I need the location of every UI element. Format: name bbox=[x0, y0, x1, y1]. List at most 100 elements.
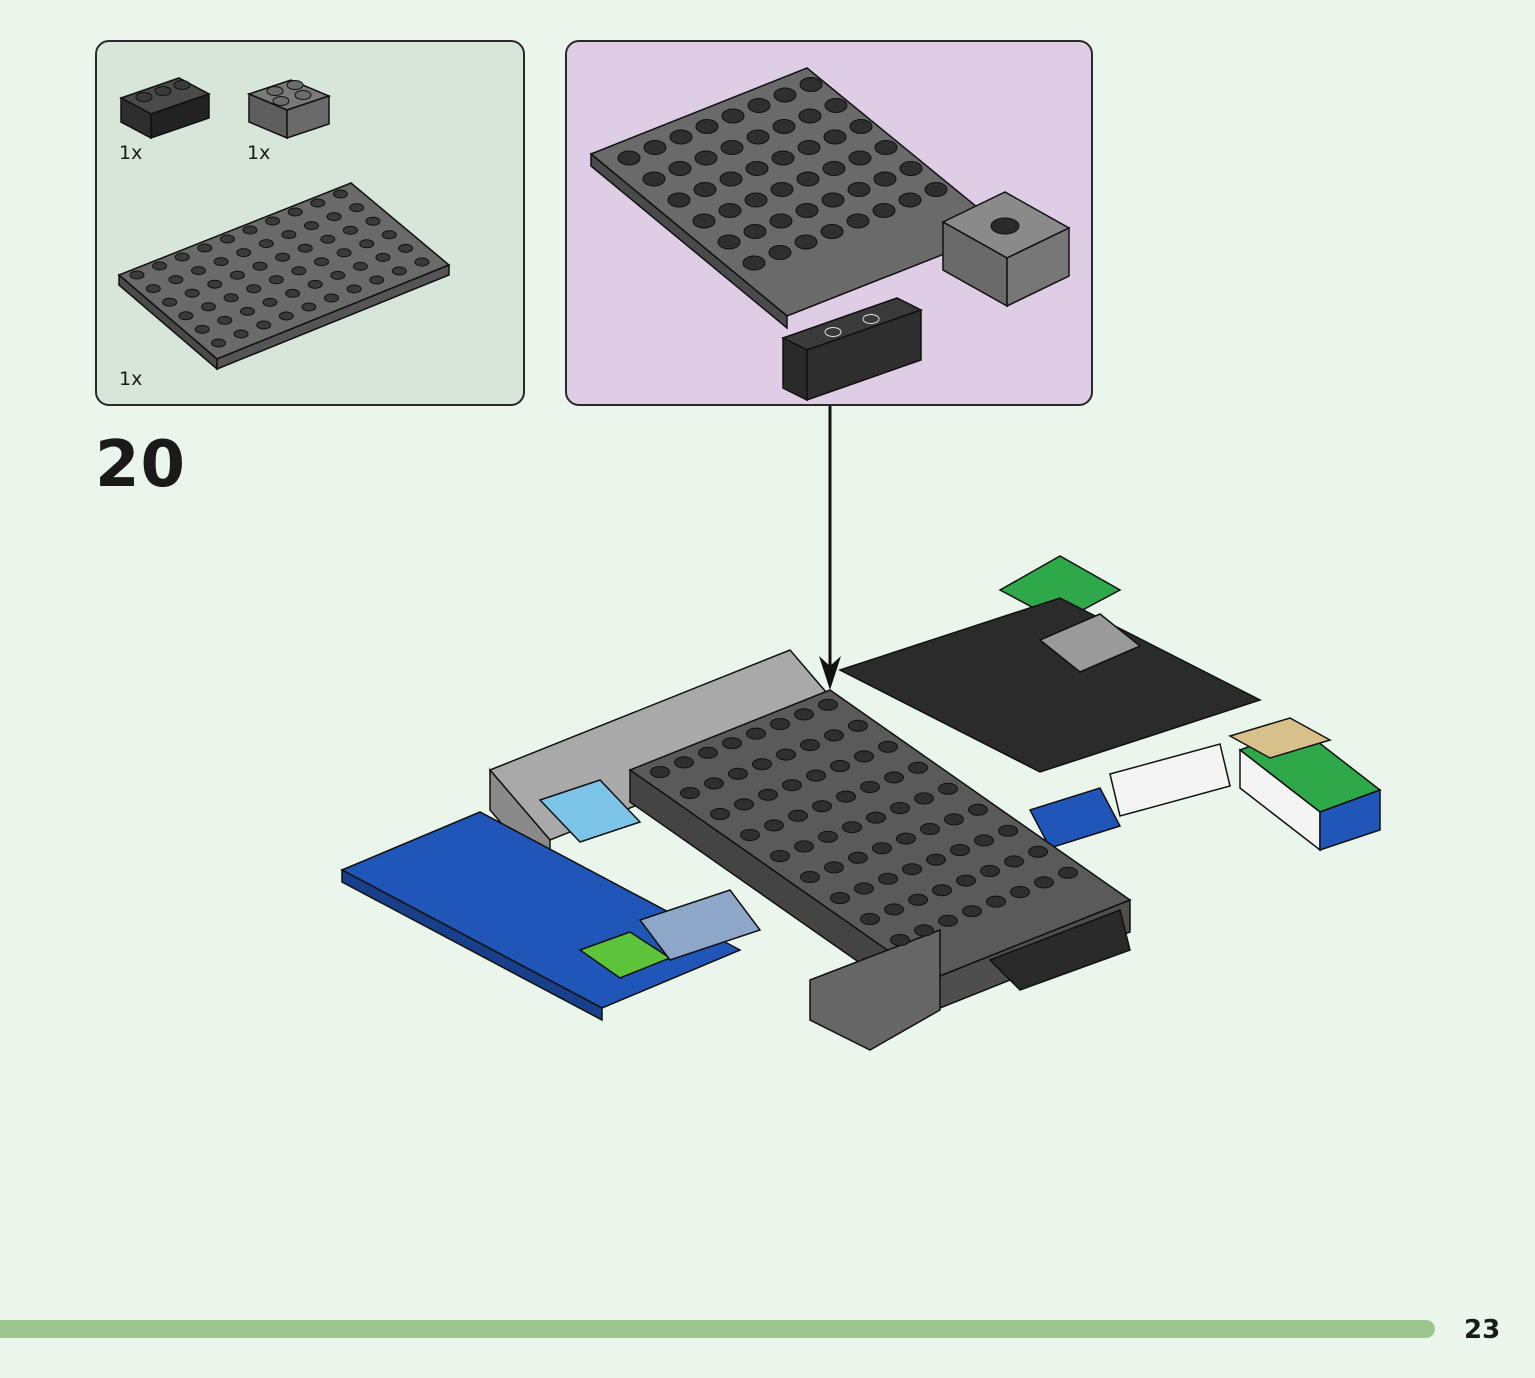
stud-icon bbox=[908, 761, 928, 774]
stud-icon bbox=[669, 129, 693, 145]
stud-icon bbox=[794, 840, 814, 853]
stud-icon bbox=[1010, 886, 1030, 898]
stud-icon bbox=[794, 234, 818, 250]
stud-icon bbox=[285, 288, 301, 298]
stud-icon bbox=[890, 934, 910, 946]
stud-icon bbox=[860, 913, 880, 925]
stud-icon bbox=[824, 729, 844, 742]
progress-bar bbox=[0, 1320, 1435, 1338]
stud-icon bbox=[223, 293, 239, 303]
stud-icon bbox=[914, 924, 934, 937]
stud-icon bbox=[830, 892, 850, 904]
stud-icon bbox=[878, 872, 898, 885]
stud-icon bbox=[956, 874, 976, 887]
stud-icon bbox=[668, 161, 692, 176]
stud-icon bbox=[722, 737, 742, 750]
stud-icon bbox=[268, 275, 284, 285]
stud-icon bbox=[822, 161, 846, 176]
stud-icon bbox=[391, 266, 407, 276]
stud-icon bbox=[233, 329, 249, 339]
stud-icon bbox=[1028, 845, 1048, 858]
stud-icon bbox=[848, 150, 872, 166]
stud-icon bbox=[742, 255, 766, 271]
stud-icon bbox=[229, 270, 245, 280]
stud-icon bbox=[236, 248, 252, 258]
stud-icon bbox=[908, 893, 928, 906]
stud-icon bbox=[823, 129, 847, 145]
part-quantity: 1x bbox=[119, 142, 143, 164]
stud-icon bbox=[874, 140, 898, 155]
stud-icon bbox=[717, 234, 741, 250]
placement-arrow-icon bbox=[819, 406, 841, 690]
stud-icon bbox=[924, 182, 948, 197]
stud-icon bbox=[197, 243, 213, 253]
stud-icon bbox=[770, 850, 790, 862]
stud-icon bbox=[824, 861, 844, 874]
stud-icon bbox=[860, 781, 880, 793]
stud-icon bbox=[820, 224, 844, 239]
stud-icon bbox=[617, 150, 641, 166]
stud-icon bbox=[798, 108, 822, 124]
stud-icon bbox=[968, 803, 988, 816]
stud-icon bbox=[145, 284, 161, 294]
stud-icon bbox=[194, 324, 210, 334]
stud-icon bbox=[788, 809, 808, 822]
stud-icon bbox=[734, 798, 754, 811]
stud-icon bbox=[324, 293, 339, 303]
stud-icon bbox=[878, 740, 898, 753]
stud-icon bbox=[842, 821, 862, 834]
stud-icon bbox=[896, 832, 916, 845]
stud-icon bbox=[986, 895, 1006, 908]
stud-icon bbox=[650, 766, 670, 778]
stud-icon bbox=[884, 771, 904, 784]
stud-icon bbox=[836, 790, 856, 803]
stud-icon bbox=[336, 248, 352, 258]
stud-icon bbox=[642, 171, 666, 187]
stud-icon bbox=[847, 182, 871, 197]
stud-icon bbox=[674, 756, 694, 769]
stud-icon bbox=[256, 320, 272, 330]
stud-icon bbox=[821, 192, 845, 208]
stud-icon bbox=[262, 297, 278, 307]
stud-icon bbox=[898, 192, 922, 208]
stud-icon bbox=[950, 844, 970, 856]
stud-icon bbox=[794, 708, 814, 721]
stud-icon bbox=[848, 719, 868, 732]
stud-icon bbox=[275, 252, 291, 262]
stud-icon bbox=[740, 829, 760, 841]
black-1x3-brick-icon bbox=[119, 77, 211, 140]
stud-icon bbox=[776, 748, 796, 761]
stud-icon bbox=[258, 239, 274, 249]
model-build-illustration bbox=[340, 555, 1382, 1051]
stud-icon bbox=[359, 239, 375, 249]
dark-gray-2x2-brick-icon bbox=[246, 79, 332, 140]
step-number: 20 bbox=[95, 428, 187, 502]
stud-icon bbox=[872, 842, 892, 855]
part-quantity: 1x bbox=[119, 368, 143, 390]
stud-icon bbox=[806, 769, 826, 782]
stud-icon bbox=[902, 863, 922, 876]
stud-icon bbox=[191, 266, 206, 276]
stud-icon bbox=[129, 270, 145, 280]
stud-icon bbox=[873, 171, 897, 187]
stud-icon bbox=[932, 884, 952, 897]
stud-icon bbox=[758, 788, 778, 801]
stud-icon bbox=[152, 261, 168, 271]
stud-icon bbox=[178, 311, 194, 321]
stud-icon bbox=[800, 739, 820, 751]
stud-icon bbox=[252, 261, 268, 271]
stud-icon bbox=[974, 834, 994, 847]
stud-icon bbox=[680, 787, 700, 799]
stud-icon bbox=[720, 140, 744, 155]
stud-icon bbox=[745, 161, 769, 176]
stud-icon bbox=[694, 150, 718, 166]
stud-icon bbox=[938, 782, 958, 795]
stud-icon bbox=[920, 823, 940, 835]
stud-icon bbox=[770, 182, 794, 197]
stud-icon bbox=[796, 171, 820, 187]
stud-icon bbox=[184, 288, 200, 298]
stud-icon bbox=[246, 284, 262, 294]
stud-icon bbox=[764, 819, 784, 832]
stud-icon bbox=[773, 87, 797, 103]
stud-icon bbox=[693, 182, 717, 197]
